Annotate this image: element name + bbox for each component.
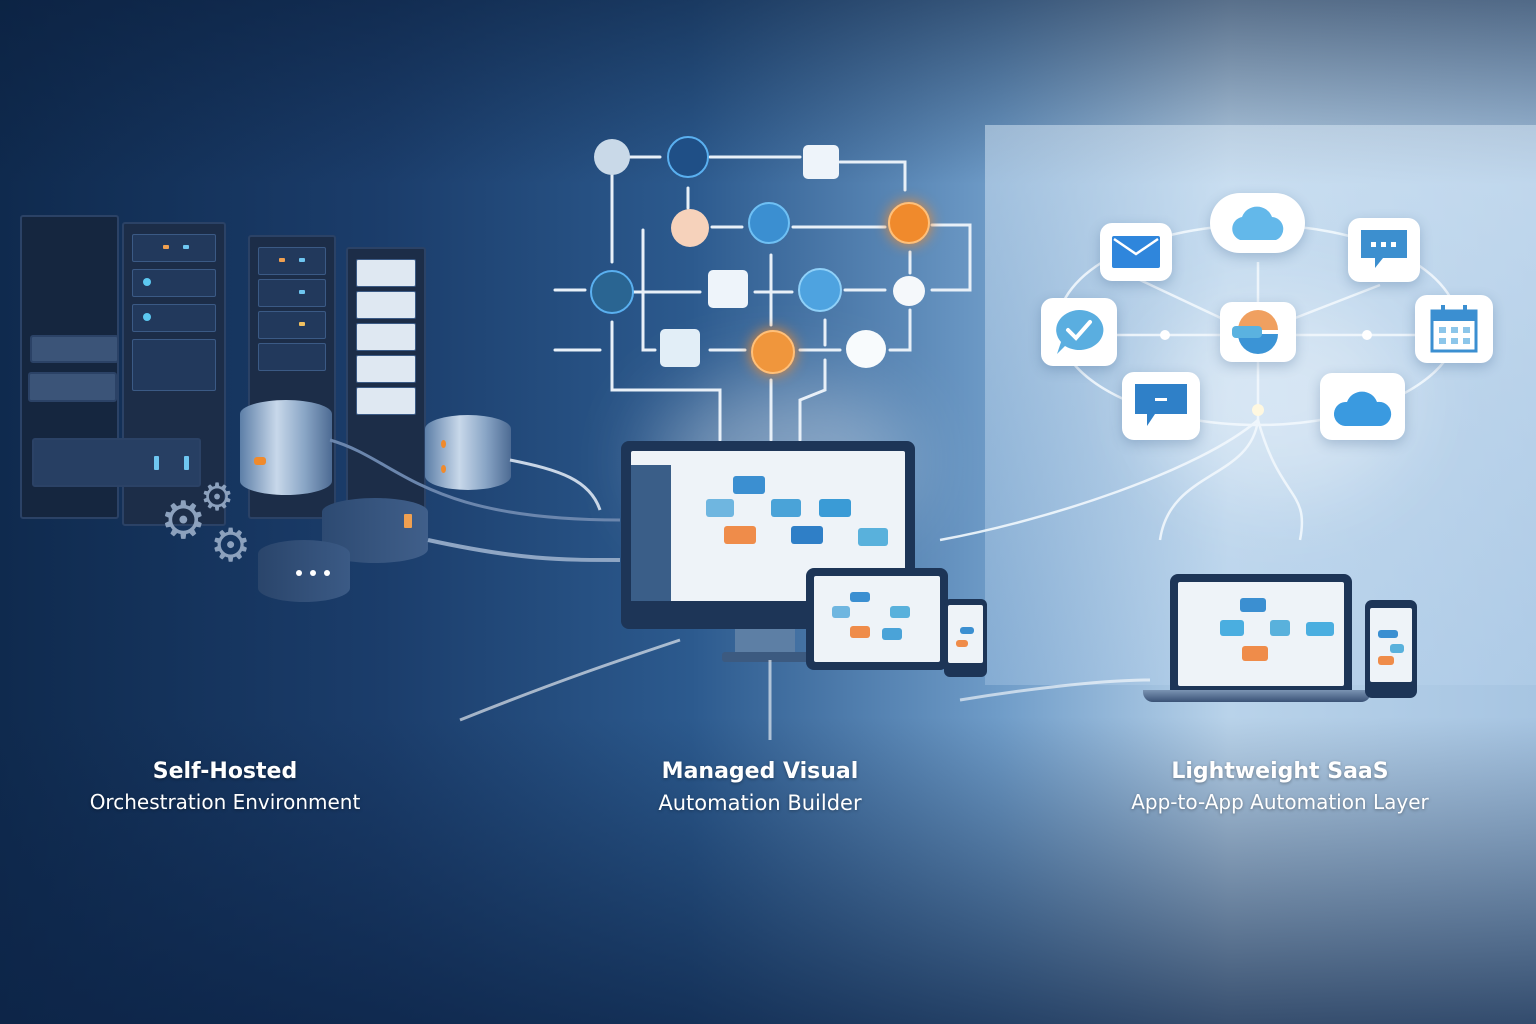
network-switch-icon bbox=[28, 372, 117, 402]
workflow-node bbox=[671, 209, 709, 247]
monitor-base bbox=[722, 652, 812, 662]
gear-icon: ⚙ bbox=[160, 491, 207, 551]
workflow-node bbox=[846, 330, 886, 368]
panel-title: Lightweight SaaS bbox=[1171, 759, 1389, 784]
gear-icon: ⚙ bbox=[210, 518, 252, 572]
workflow-node bbox=[748, 202, 790, 244]
panel-subtitle: App-to-App Automation Layer bbox=[1131, 790, 1429, 814]
cloud-icon bbox=[1210, 193, 1305, 253]
workflow-task-box bbox=[660, 329, 700, 367]
workflow-node bbox=[667, 136, 709, 178]
database-icon bbox=[425, 415, 511, 490]
calendar-icon bbox=[1415, 295, 1493, 363]
network-switch-icon bbox=[30, 335, 119, 363]
workflow-task-box bbox=[803, 145, 839, 179]
panel-subtitle: Automation Builder bbox=[658, 791, 862, 815]
gear-icon: ⚙ bbox=[200, 475, 235, 519]
workflow-node bbox=[893, 276, 925, 306]
workflow-task-box bbox=[708, 270, 748, 308]
chat-icon bbox=[1348, 218, 1420, 282]
panel-subtitle: Orchestration Environment bbox=[89, 790, 361, 814]
workflow-node bbox=[594, 139, 630, 175]
panel-title: Self-Hosted bbox=[152, 759, 298, 784]
email-icon bbox=[1100, 223, 1172, 281]
network-switch-icon bbox=[32, 438, 201, 487]
workflow-node bbox=[798, 268, 842, 312]
laptop-base bbox=[1143, 690, 1371, 702]
smartphone-icon bbox=[1365, 600, 1417, 698]
database-icon bbox=[258, 540, 350, 602]
workflow-node-active bbox=[751, 330, 795, 374]
self-hosted-caption: Self-Hosted Orchestration Environment bbox=[40, 756, 410, 816]
checkmark-chat-icon bbox=[1041, 298, 1117, 366]
monitor-stand bbox=[735, 629, 795, 654]
laptop-icon bbox=[1170, 574, 1352, 692]
panel-title: Managed Visual bbox=[661, 759, 859, 784]
smartphone-icon bbox=[944, 599, 987, 677]
database-icon bbox=[240, 400, 332, 495]
managed-visual-caption: Managed Visual Automation Builder bbox=[600, 756, 920, 818]
desktop-monitor-icon bbox=[621, 441, 915, 629]
workflow-node bbox=[590, 270, 634, 314]
cloud-icon bbox=[1320, 373, 1405, 440]
workflow-node-active bbox=[888, 202, 930, 244]
message-icon bbox=[1122, 372, 1200, 440]
hub-icon bbox=[1220, 302, 1296, 362]
tablet-icon bbox=[806, 568, 948, 670]
lightweight-saas-caption: Lightweight SaaS App-to-App Automation L… bbox=[1090, 756, 1470, 816]
